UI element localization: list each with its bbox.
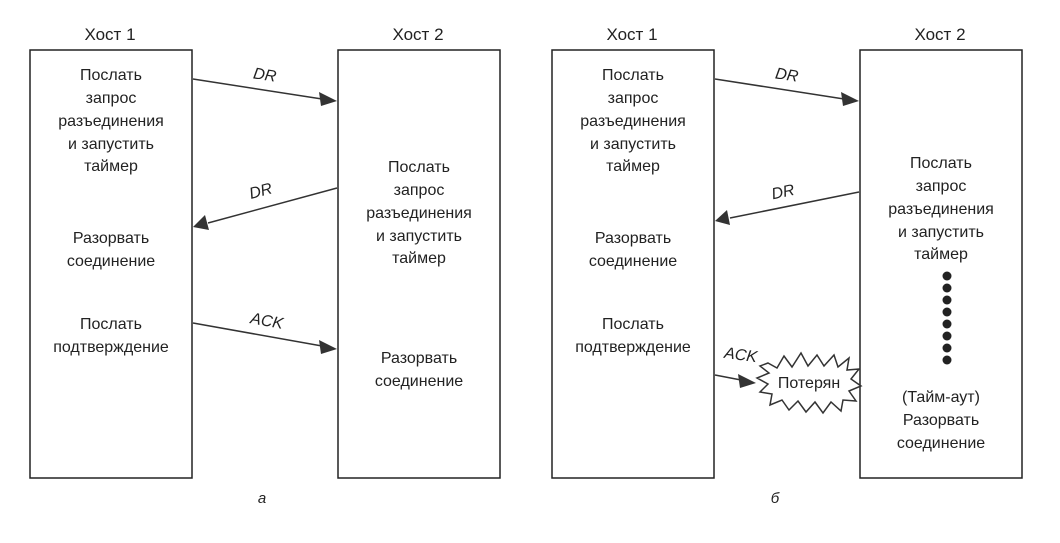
host1-step-send-ack: Послать подтверждение bbox=[53, 316, 169, 356]
host1-timeline bbox=[551, 49, 715, 479]
text-line: соединение bbox=[897, 435, 985, 452]
text-line: соединение bbox=[67, 253, 155, 270]
host1-label: Хост 1 bbox=[606, 25, 657, 44]
dot bbox=[942, 343, 952, 353]
text-line: соединение bbox=[589, 253, 677, 270]
timer-waiting-dots bbox=[942, 271, 952, 365]
host1-step-send-dr: Послать запрос разъединения и запустить … bbox=[58, 67, 164, 175]
text-line: Послать bbox=[910, 155, 972, 172]
text-line: Послать bbox=[388, 159, 450, 176]
lost-burst: Потерян bbox=[755, 351, 863, 415]
arrow-ack-lost: ACK bbox=[714, 345, 759, 388]
text-line: Послать bbox=[80, 316, 142, 333]
text-line: таймер bbox=[392, 250, 446, 267]
dot bbox=[942, 271, 952, 281]
lost-burst-shape bbox=[755, 351, 863, 415]
text-line: разъединения bbox=[580, 113, 686, 130]
msg-label-dr: DR bbox=[247, 180, 274, 203]
host2-step-send-dr: Послать запрос разъединения и запустить … bbox=[888, 155, 994, 263]
arrow-dr-to-host2: DR bbox=[714, 65, 859, 106]
dot bbox=[942, 355, 952, 365]
text-line: запрос bbox=[916, 178, 967, 195]
host1-label: Хост 1 bbox=[84, 25, 135, 44]
host1-timeline bbox=[29, 49, 193, 479]
text-line: подтверждение bbox=[575, 339, 691, 356]
text-line: разъединения bbox=[366, 205, 472, 222]
lost-label: Потерян bbox=[778, 375, 840, 392]
msg-label-ack: ACK bbox=[248, 310, 286, 333]
msg-label-dr: DR bbox=[252, 65, 278, 85]
host2-step-release: Разорвать соединение bbox=[375, 350, 463, 390]
host2-timeline bbox=[859, 49, 1023, 479]
host2-label: Хост 2 bbox=[392, 25, 443, 44]
dot bbox=[942, 307, 952, 317]
dot bbox=[942, 283, 952, 293]
text-line: и запустить bbox=[376, 228, 462, 245]
text-line: соединение bbox=[375, 373, 463, 390]
text-line: Послать bbox=[602, 67, 664, 84]
text-line: Разорвать bbox=[595, 230, 671, 247]
msg-label-dr: DR bbox=[774, 65, 800, 85]
text-line: запрос bbox=[394, 182, 445, 199]
dot bbox=[942, 295, 952, 305]
text-line: таймер bbox=[84, 158, 138, 175]
host1-step-release: Разорвать соединение bbox=[67, 230, 155, 270]
text-line: таймер bbox=[914, 246, 968, 263]
text-line: (Тайм-аут) bbox=[902, 389, 980, 406]
text-line: Разорвать bbox=[73, 230, 149, 247]
text-line: и запустить bbox=[590, 136, 676, 153]
dot bbox=[942, 331, 952, 341]
host1-step-release: Разорвать соединение bbox=[589, 230, 677, 270]
host2-timeline bbox=[337, 49, 501, 479]
diagram-a: Хост 1 Хост 2 Послать запрос разъединени… bbox=[29, 25, 501, 507]
text-line: разъединения bbox=[888, 201, 994, 218]
caption-b: б bbox=[771, 490, 780, 507]
diagram-b: Хост 1 Хост 2 Послать запрос разъединени… bbox=[551, 25, 1023, 507]
dot bbox=[942, 319, 952, 329]
text-line: подтверждение bbox=[53, 339, 169, 356]
host2-step-send-dr: Послать запрос разъединения и запустить … bbox=[366, 159, 472, 267]
text-line: Послать bbox=[602, 316, 664, 333]
arrow-ack-to-host2: ACK bbox=[192, 310, 337, 354]
host2-step-timeout-release: (Тайм-аут) Разорвать соединение bbox=[897, 389, 985, 452]
arrow-dr-to-host1: DR bbox=[715, 182, 860, 225]
text-line: Разорвать bbox=[381, 350, 457, 367]
host1-step-send-dr: Послать запрос разъединения и запустить … bbox=[580, 67, 686, 175]
text-line: запрос bbox=[608, 90, 659, 107]
text-line: запрос bbox=[86, 90, 137, 107]
msg-label-dr: DR bbox=[770, 182, 797, 204]
msg-label-ack: ACK bbox=[722, 345, 759, 367]
arrow-dr-to-host1: DR bbox=[193, 180, 338, 230]
host1-step-send-ack: Послать подтверждение bbox=[575, 316, 691, 356]
host2-label: Хост 2 bbox=[914, 25, 965, 44]
text-line: и запустить bbox=[898, 224, 984, 241]
text-line: Разорвать bbox=[903, 412, 979, 429]
text-line: таймер bbox=[606, 158, 660, 175]
text-line: и запустить bbox=[68, 136, 154, 153]
text-line: Послать bbox=[80, 67, 142, 84]
arrow-dr-to-host2: DR bbox=[192, 65, 337, 106]
text-line: разъединения bbox=[58, 113, 164, 130]
caption-a: а bbox=[258, 490, 266, 507]
